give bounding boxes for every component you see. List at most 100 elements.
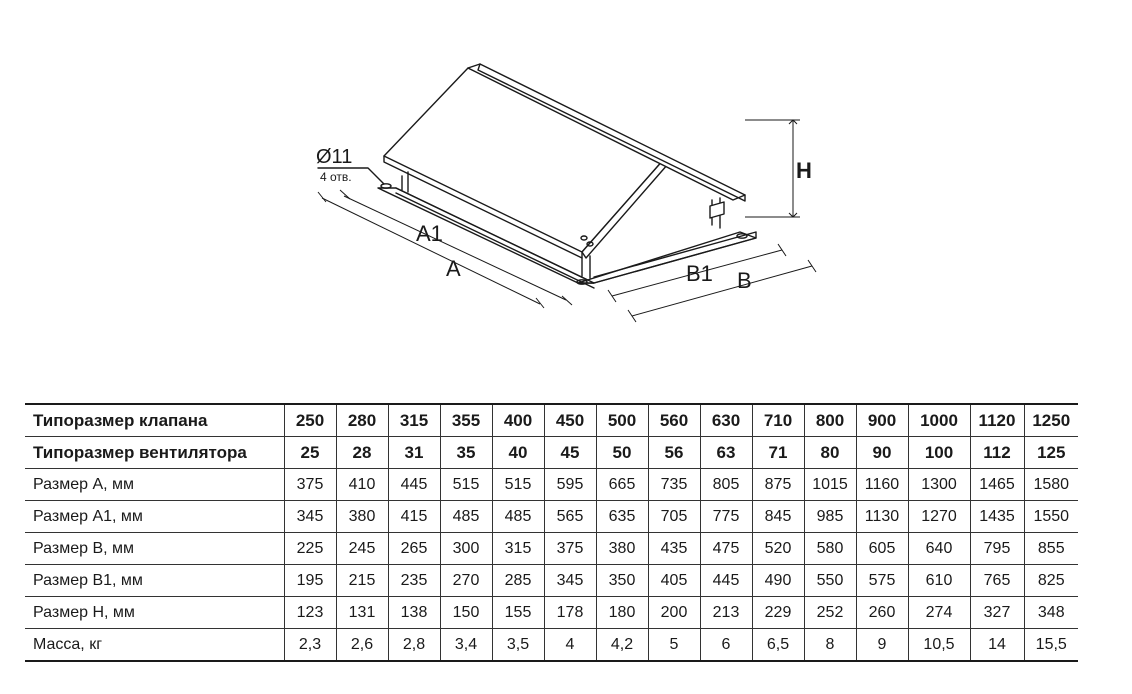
dim-line-b1: [611, 249, 783, 297]
table-cell: 90: [855, 436, 909, 469]
table-cell: 375: [543, 532, 597, 565]
table-cell: 112: [969, 436, 1025, 469]
table-cell: 345: [543, 564, 597, 597]
table-cell: 235: [387, 564, 441, 597]
table-cell: 285: [491, 564, 545, 597]
table-cell: 28: [335, 436, 389, 469]
table-cell: 400: [491, 404, 545, 437]
table-cell: 213: [699, 596, 753, 629]
table-cell: 3,5: [491, 628, 545, 662]
table-cell: 605: [855, 532, 909, 565]
table-cell: 580: [803, 532, 857, 565]
table-cell: 1300: [907, 468, 971, 501]
table-cell: 445: [387, 468, 441, 501]
row-label: Размер А, мм: [25, 468, 285, 501]
table-cell: 1120: [969, 404, 1025, 437]
row-label: Размер А1, мм: [25, 500, 285, 533]
table-cell: 775: [699, 500, 753, 533]
table-cell: 735: [647, 468, 701, 501]
hole-icon: [576, 279, 588, 285]
table-cell: 80: [803, 436, 857, 469]
row-label: Размер В, мм: [25, 532, 285, 565]
valve-drawing: Ø11 4 отв. A1 A B1 B H: [316, 63, 817, 323]
table-cell: 795: [969, 532, 1025, 565]
table-cell: 4,2: [595, 628, 649, 662]
table-cell: 665: [595, 468, 649, 501]
table-cell: 450: [543, 404, 597, 437]
table-cell: 63: [699, 436, 753, 469]
table-cell: 348: [1023, 596, 1078, 629]
table-cell: 640: [907, 532, 971, 565]
table-cell: 252: [803, 596, 857, 629]
table-cell: 485: [491, 500, 545, 533]
row-label: Размер В1, мм: [25, 564, 285, 597]
table-cell: 2,8: [387, 628, 441, 662]
table-cell: 445: [699, 564, 753, 597]
table-cell: 25: [283, 436, 337, 469]
table-cell: 270: [439, 564, 493, 597]
table-cell: 9: [855, 628, 909, 662]
table-cell: 610: [907, 564, 971, 597]
table-cell: 6,5: [751, 628, 805, 662]
table-cell: 10,5: [907, 628, 971, 662]
label-hole-diameter: Ø11: [316, 146, 352, 168]
table-cell: 1550: [1023, 500, 1078, 533]
support-front: [581, 255, 591, 279]
table-cell: 280: [335, 404, 389, 437]
table-cell: 1130: [855, 500, 909, 533]
table-cell: 215: [335, 564, 389, 597]
table-cell: 31: [387, 436, 441, 469]
base-rail-front: [395, 187, 595, 284]
table-cell: 100: [907, 436, 971, 469]
table-cell: 274: [907, 596, 971, 629]
table-cell: 1270: [907, 500, 971, 533]
table-cell: 178: [543, 596, 597, 629]
table-cell: 6: [699, 628, 753, 662]
hole-icon: [380, 183, 392, 189]
label-dim-h: H: [796, 158, 812, 183]
table-cell: 138: [387, 596, 441, 629]
table-cell: 710: [751, 404, 805, 437]
table-cell: 635: [595, 500, 649, 533]
table-cell: 300: [439, 532, 493, 565]
table-cell: 150: [439, 596, 493, 629]
table-cell: 410: [335, 468, 389, 501]
table-cell: 40: [491, 436, 545, 469]
table-cell: 2,3: [283, 628, 337, 662]
table-cell: 560: [647, 404, 701, 437]
table-cell: 380: [335, 500, 389, 533]
table-cell: 200: [647, 596, 701, 629]
table-cell: 180: [595, 596, 649, 629]
table-cell: 875: [751, 468, 805, 501]
table-cell: 805: [699, 468, 753, 501]
dim-line-a: [321, 197, 541, 305]
table-cell: 125: [1023, 436, 1078, 469]
row-label: Типоразмер клапана: [25, 404, 285, 437]
table-cell: 435: [647, 532, 701, 565]
table-cell: 123: [283, 596, 337, 629]
table-cell: 1000: [907, 404, 971, 437]
table-cell: 825: [1023, 564, 1078, 597]
table-cell: 375: [283, 468, 337, 501]
table-cell: 415: [387, 500, 441, 533]
table-cell: 1435: [969, 500, 1025, 533]
table-cell: 765: [969, 564, 1025, 597]
hole-leader: [317, 167, 385, 185]
table-cell: 8: [803, 628, 857, 662]
table-cell: 2,6: [335, 628, 389, 662]
table-cell: 900: [855, 404, 909, 437]
label-dim-a1: A1: [416, 221, 443, 246]
table-cell: 345: [283, 500, 337, 533]
table-cell: 260: [855, 596, 909, 629]
row-label: Масса, кг: [25, 628, 285, 662]
table-cell: 845: [751, 500, 805, 533]
table-cell: 575: [855, 564, 909, 597]
dim-line-b: [631, 265, 813, 317]
